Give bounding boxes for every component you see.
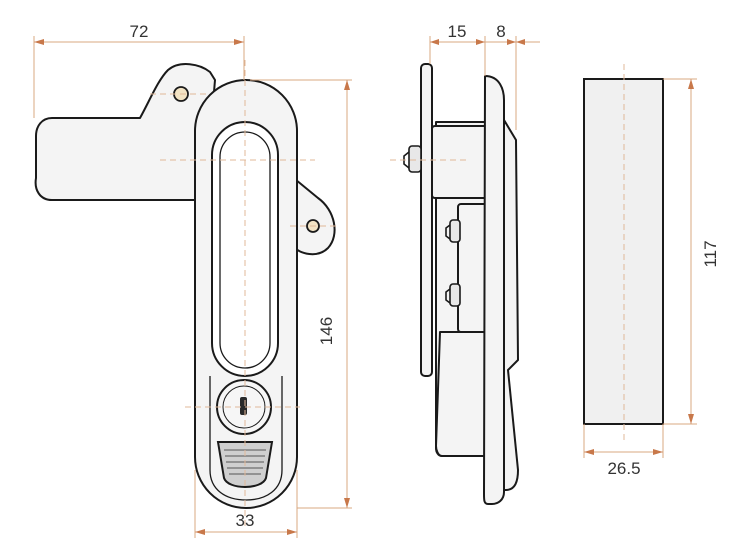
dimension-72: 72 — [33, 22, 245, 118]
cutout-view — [583, 64, 664, 440]
dimension-33: 33 — [194, 470, 298, 538]
panel-cutout — [583, 78, 664, 425]
bolt-bottom — [445, 283, 461, 307]
front-view — [34, 60, 340, 530]
keyhole-icon — [240, 397, 247, 415]
lever-arm — [34, 63, 216, 201]
mounting-plate — [420, 63, 433, 377]
dimension-26-5: 26.5 — [583, 424, 664, 478]
dimension-146: 146 — [250, 79, 352, 509]
dimension-117: 117 — [663, 78, 720, 425]
dimension-8: 8 — [485, 22, 540, 130]
dim-label-72: 72 — [130, 22, 149, 41]
dim-label-117: 117 — [701, 240, 720, 267]
dim-label-8: 8 — [496, 22, 505, 41]
lower-housing — [435, 331, 493, 457]
handle-front — [503, 119, 519, 491]
dim-label-15: 15 — [448, 22, 467, 41]
bolt-middle — [445, 219, 461, 243]
dimension-15: 15 — [429, 22, 486, 76]
dim-label-26-5: 26.5 — [607, 459, 640, 478]
dim-label-33: 33 — [236, 511, 255, 530]
bolt-top — [403, 145, 422, 173]
handle-profile — [483, 75, 505, 505]
side-view — [390, 63, 519, 505]
dim-label-146: 146 — [317, 317, 336, 345]
lower-panel — [209, 376, 283, 501]
mounting-tab — [289, 174, 336, 256]
